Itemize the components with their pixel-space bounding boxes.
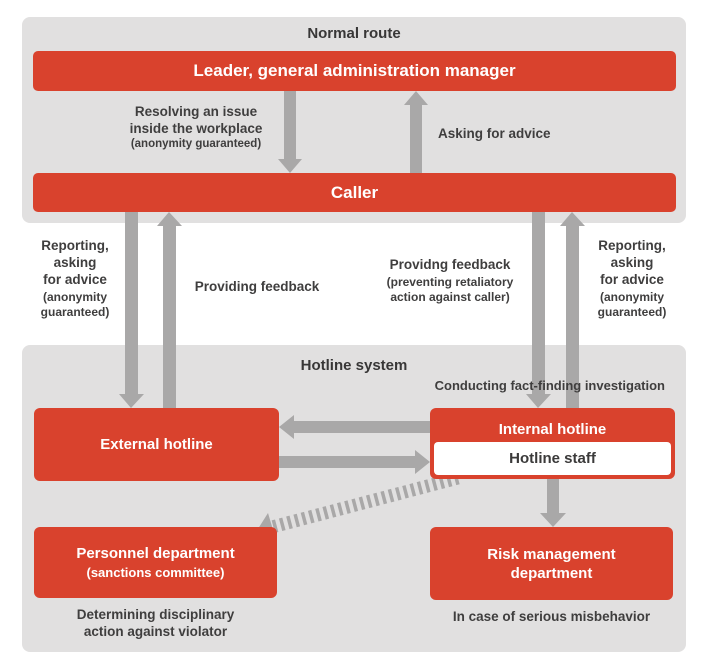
caller-box-label: Caller bbox=[330, 182, 379, 202]
arrow-staff-to-personnel-icon bbox=[256, 471, 460, 540]
conducting-investigation-label: Conducting fact-finding investigation bbox=[434, 378, 665, 393]
resolving-issue-label: Resolving an issue inside the workplace … bbox=[129, 104, 263, 150]
arrow-internal-to-caller-icon bbox=[560, 212, 585, 408]
providing-feedback-label: Providing feedback bbox=[194, 279, 320, 294]
internal-hotline-label: Internal hotline bbox=[498, 420, 607, 438]
leader-box: Leader, general administration manager bbox=[33, 51, 676, 91]
external-hotline-box: External hotline bbox=[34, 408, 279, 481]
arrow-internal-to-external-icon bbox=[279, 415, 430, 439]
providing-feedback-retaliation-label: Providng feedback (preventing retaliator… bbox=[386, 257, 514, 304]
determining-action-label: Determining disciplinary action against … bbox=[76, 607, 235, 639]
asking-advice-label: Asking for advice bbox=[438, 126, 551, 141]
serious-misbehavior-label: In case of serious misbehavior bbox=[452, 609, 651, 624]
normal-route-title: Normal route bbox=[307, 25, 401, 42]
left-reporting-label: Reporting, asking for advice (anonymity … bbox=[40, 238, 110, 319]
right-reporting-label: Reporting, asking for advice (anonymity … bbox=[597, 238, 667, 319]
personnel-department-label: Personnel department (sanctions committe… bbox=[76, 544, 235, 580]
hotline-staff-box: Hotline staff bbox=[434, 442, 671, 475]
hotline-staff-label: Hotline staff bbox=[509, 450, 596, 467]
arrow-caller-to-internal-icon bbox=[526, 212, 551, 408]
arrow-external-to-caller-icon bbox=[157, 212, 182, 408]
leader-box-label: Leader, general administration manager bbox=[193, 61, 516, 80]
arrow-external-to-internal-icon bbox=[279, 450, 430, 474]
arrow-internal-to-risk-icon bbox=[540, 479, 566, 527]
arrow-caller-to-leader-icon bbox=[404, 91, 428, 173]
external-hotline-label: External hotline bbox=[100, 436, 213, 453]
arrow-leader-to-caller-icon bbox=[278, 91, 302, 173]
caller-box: Caller bbox=[33, 173, 676, 212]
hotline-system-title: Hotline system bbox=[300, 357, 408, 374]
arrow-caller-to-external-icon bbox=[119, 212, 144, 408]
risk-management-label: Risk management department bbox=[487, 545, 616, 582]
personnel-department-box: Personnel department (sanctions committe… bbox=[34, 527, 277, 598]
internal-hotline-box: Internal hotline Hotline staff bbox=[430, 408, 675, 479]
risk-management-box: Risk management department bbox=[430, 527, 673, 600]
